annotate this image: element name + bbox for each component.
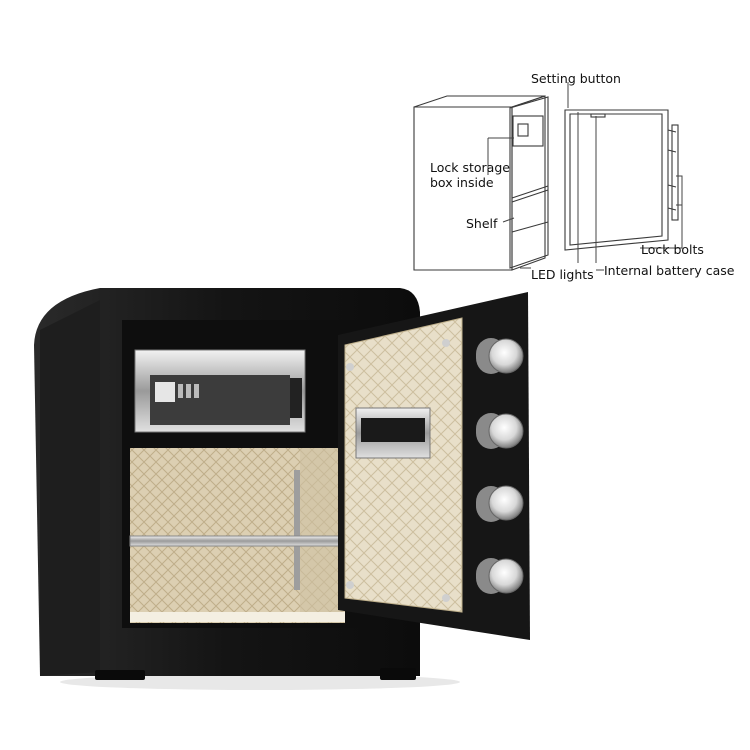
safe-illustration <box>34 288 530 690</box>
shelf <box>129 535 346 547</box>
schematic-safe-door <box>564 109 679 251</box>
label-lock-bolts: Lock bolts <box>641 242 704 257</box>
label-setting-button: Setting button <box>531 71 621 86</box>
label-lock-storage-box: Lock storage box inside <box>430 160 510 190</box>
label-internal-battery-case: Internal battery case <box>604 263 735 278</box>
schematic-leader-lines <box>487 82 683 271</box>
label-led-lights: LED lights <box>531 267 594 282</box>
schematic-safe-body <box>413 95 549 271</box>
led-lights <box>130 612 345 622</box>
lock-bolts <box>476 338 524 594</box>
label-shelf: Shelf <box>466 216 498 231</box>
